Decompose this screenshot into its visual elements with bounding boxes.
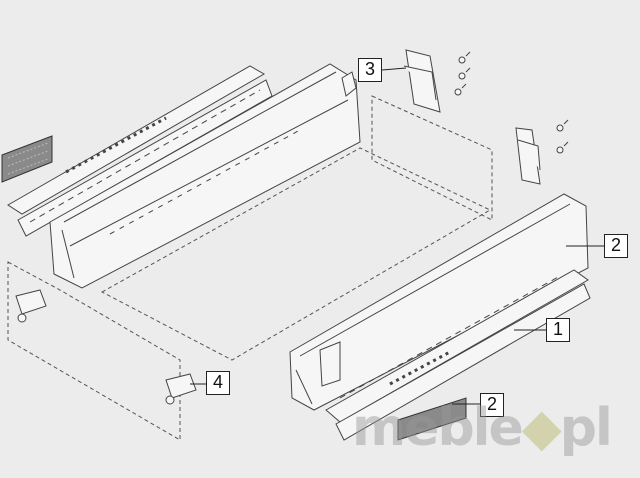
drawer-side-right <box>289 193 589 411</box>
cover-plate-left <box>1 135 53 183</box>
drawer-bottom-outline <box>100 147 492 361</box>
runner-right <box>325 269 591 441</box>
callout-4: 4 <box>206 371 230 395</box>
watermark-suffix: pl <box>559 398 613 458</box>
drawer-side-left <box>49 63 361 289</box>
rear-bracket-right <box>515 119 569 185</box>
watermark-dot: ◆ <box>521 398 562 458</box>
front-clip-lower <box>165 373 197 405</box>
callout-2-top: 2 <box>604 234 628 258</box>
watermark-logo: meble◆pl <box>352 398 613 458</box>
back-panel-outline <box>371 95 493 221</box>
callout-3: 3 <box>358 58 382 82</box>
rear-bracket-top <box>403 49 471 113</box>
leader-3 <box>381 67 407 71</box>
front-panel-outline <box>7 261 181 441</box>
runner-left <box>7 65 273 237</box>
cover-plate-bottom <box>397 397 467 441</box>
front-clip-upper <box>15 289 47 323</box>
callout-1: 1 <box>546 318 570 342</box>
callout-2-bottom: 2 <box>480 393 504 417</box>
watermark-name: meble <box>352 398 524 458</box>
